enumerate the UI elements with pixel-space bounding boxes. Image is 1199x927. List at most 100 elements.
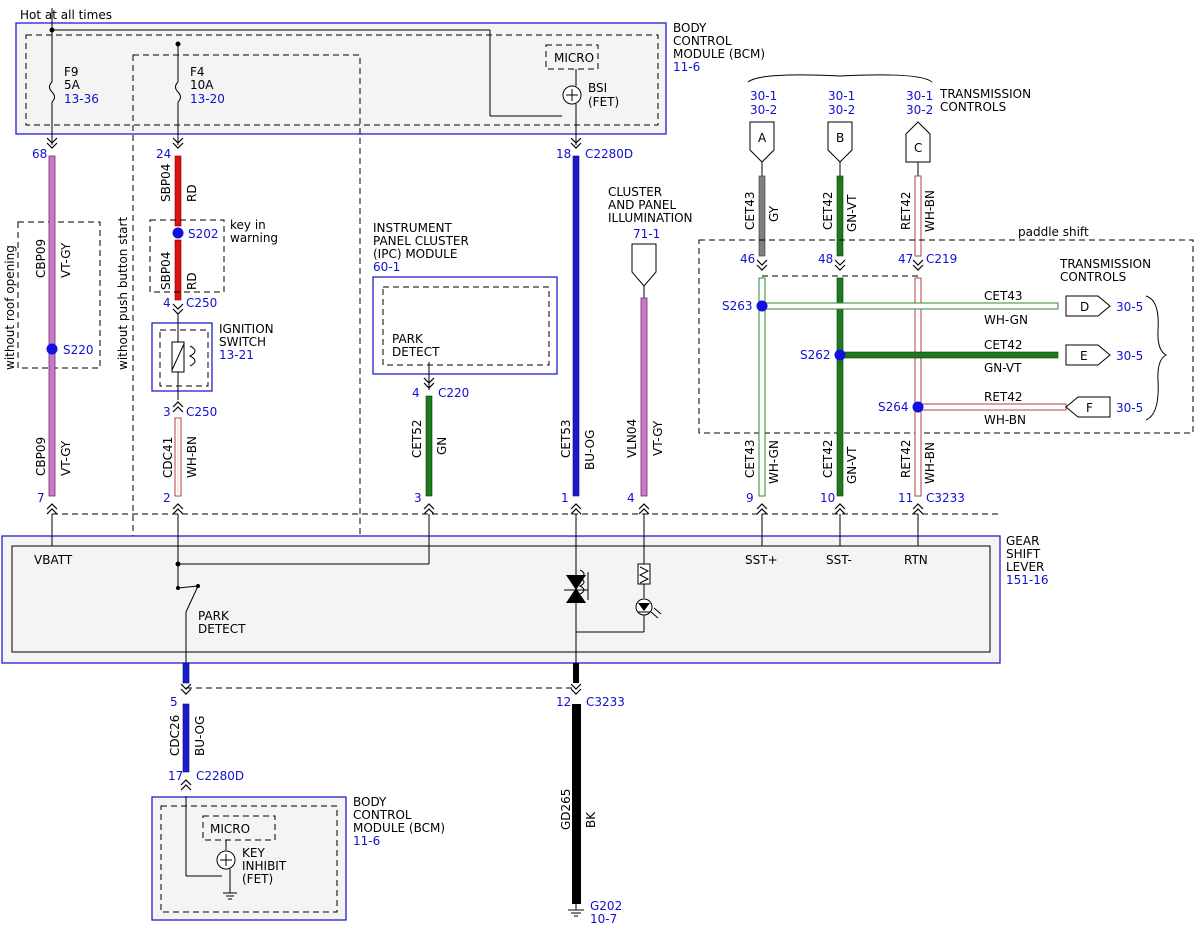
ret42-h-color: WH-BN	[984, 413, 1026, 427]
pin-10: 10	[820, 491, 835, 505]
hot-label: Hot at all times	[20, 8, 112, 22]
pin-7: 7	[37, 491, 45, 505]
wire-cet43-bot	[758, 277, 766, 497]
connector-e[interactable]	[1065, 344, 1111, 366]
connector-c2280d-top[interactable]: C2280D	[585, 147, 633, 161]
g202-label[interactable]: G202	[590, 899, 622, 913]
pin-48: 48	[818, 252, 833, 266]
paddle-note: paddle shift	[1018, 225, 1089, 239]
ipc-pin-3: 3	[414, 491, 422, 505]
cet43-h-color: WH-GN	[984, 313, 1028, 327]
connector-a-label: A	[758, 131, 767, 145]
connector-b[interactable]	[827, 121, 853, 163]
splice-s263[interactable]	[756, 300, 768, 312]
connector-c3233-a[interactable]: C3233	[926, 491, 965, 505]
vln04-color: VT-GY	[651, 420, 665, 456]
splice-s202[interactable]	[172, 227, 184, 239]
connector-c219[interactable]: C219	[926, 252, 957, 266]
connector-c250-b[interactable]: C250	[186, 405, 217, 419]
ground-icon	[568, 909, 584, 917]
f4-ref[interactable]: 13-20	[190, 92, 225, 106]
trans-refs: 30-1 30-2 30-1 30-2 30-1 30-2	[750, 89, 933, 117]
cbp09-top-color: VT-GY	[59, 242, 73, 278]
splice-s264[interactable]	[912, 401, 924, 413]
cet53-circuit: CET53	[559, 419, 573, 458]
f9-ref[interactable]: 13-36	[64, 92, 99, 106]
gear-sst-plus: SST+	[745, 553, 778, 567]
vln04-circuit: VLN04	[625, 419, 639, 458]
trans-right-ref-e[interactable]: 30-5	[1116, 349, 1143, 363]
connector-d[interactable]	[1065, 295, 1111, 317]
bsi-label-2: (FET)	[588, 95, 619, 109]
gear-vbatt: VBATT	[34, 553, 73, 567]
wire-cet43-h	[761, 302, 1059, 310]
ipc-ref[interactable]: 60-1	[373, 260, 400, 274]
gear-title-1: GEAR	[1006, 534, 1039, 548]
connector-c3233-b[interactable]: C3233	[586, 695, 625, 709]
trans-right-title-1: TRANSMISSION	[1059, 257, 1151, 271]
cet43-bot-color: WH-GN	[767, 440, 781, 484]
f9-rating: 5A	[64, 78, 81, 92]
cet53-color: BU-OG	[583, 430, 597, 470]
wire-gd265	[572, 704, 581, 904]
wire-cet42-h	[839, 351, 1059, 359]
wire-vln04	[640, 297, 648, 497]
trans-top-title-2: CONTROLS	[940, 100, 1006, 114]
connector-c-label: C	[914, 141, 922, 155]
wire-cdc26	[182, 703, 190, 773]
cdc41-circuit: CDC41	[161, 437, 175, 478]
svg-text:30-1: 30-1	[750, 89, 777, 103]
bcm-bot-ref[interactable]: 11-6	[353, 834, 380, 848]
ignition-switch-module	[151, 322, 213, 392]
trans-right-title-2: CONTROLS	[1060, 270, 1126, 284]
f4-rating: 10A	[190, 78, 214, 92]
key-label-1: KEY	[242, 846, 265, 860]
connector-f[interactable]	[1065, 396, 1111, 418]
cluster-title-1: CLUSTER	[608, 185, 662, 199]
connector-c2280d-bottom[interactable]: C2280D	[196, 769, 244, 783]
cbp09-bot-circuit: CBP09	[34, 437, 48, 476]
cluster-ref[interactable]: 71-1	[633, 227, 660, 241]
pin-1: 1	[561, 491, 569, 505]
pin-4: 4	[163, 296, 171, 310]
roof-note: without roof opening	[3, 245, 17, 370]
ipc-module	[372, 276, 558, 375]
g202-ref[interactable]: 10-7	[590, 912, 617, 926]
gear-rtn: RTN	[904, 553, 928, 567]
splice-s262[interactable]	[834, 349, 846, 361]
ignition-ref[interactable]: 13-21	[219, 348, 254, 362]
cet52-circuit: CET52	[410, 419, 424, 458]
wire-cet43-top	[758, 175, 766, 257]
svg-text:30-2: 30-2	[750, 103, 777, 117]
trans-right-ref-f[interactable]: 30-5	[1116, 401, 1143, 415]
svg-text:30-1: 30-1	[828, 89, 855, 103]
trans-right-ref-d[interactable]: 30-5	[1116, 300, 1143, 314]
connector-c[interactable]	[905, 121, 931, 163]
s262-label: S262	[800, 348, 831, 362]
pin-9: 9	[746, 491, 754, 505]
ret42-bot-circuit: RET42	[899, 439, 913, 478]
ipc-pin-4: 4	[412, 386, 420, 400]
roof-region	[17, 221, 101, 369]
splice-s220[interactable]	[46, 343, 58, 355]
connector-c220[interactable]: C220	[438, 386, 469, 400]
svg-text:30-1: 30-1	[906, 89, 933, 103]
cluster-title-3: ILLUMINATION	[608, 211, 693, 225]
gear-ref[interactable]: 151-16	[1006, 573, 1049, 587]
bcm-top-ref[interactable]: 11-6	[673, 60, 700, 74]
cbp09-top-circuit: CBP09	[34, 239, 48, 278]
connector-d-label: D	[1080, 300, 1089, 314]
connector-a[interactable]	[749, 121, 775, 163]
key-warn-2: warning	[230, 231, 278, 245]
wire-ret42-bot	[914, 277, 922, 497]
cet43-h-circuit: CET43	[984, 289, 1023, 303]
pin-46: 46	[740, 252, 755, 266]
cet43-top-color: GY	[767, 205, 781, 222]
ignition-title-1: IGNITION	[219, 322, 274, 336]
connector-c250-a[interactable]: C250	[186, 296, 217, 310]
ret42-h-circuit: RET42	[984, 390, 1023, 404]
cet42-h-color: GN-VT	[984, 361, 1022, 375]
wire-sbp04-bot	[174, 239, 182, 301]
bcm-top-micro: MICRO	[554, 51, 594, 65]
